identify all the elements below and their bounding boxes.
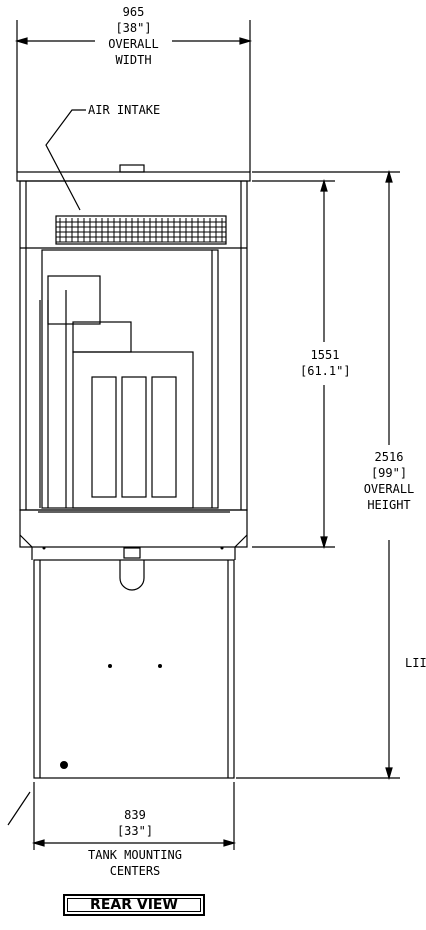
arrow-right xyxy=(239,37,253,45)
tank-bolt-1 xyxy=(108,664,112,668)
overall-width-line2: WIDTH xyxy=(115,53,152,67)
base-flange-right xyxy=(234,534,248,560)
overall-width-mm: 965 xyxy=(122,5,145,19)
side-text: LII xyxy=(405,656,426,670)
tank-mounting-line1: TANK MOUNTING xyxy=(88,848,182,862)
air-intake-louvers xyxy=(55,215,227,245)
left-leader xyxy=(7,791,31,826)
mount-hole-left xyxy=(42,546,46,550)
base-flange-left xyxy=(19,534,33,560)
arrow-up-1 xyxy=(320,178,328,192)
tank-mounting-line2: CENTERS xyxy=(109,864,161,878)
tank-mounting-inch: [33"] xyxy=(116,824,154,838)
vent-3 xyxy=(151,376,177,498)
enclosure-height-inch: [61.1"] xyxy=(300,364,351,378)
arrow-down-2 xyxy=(385,767,393,781)
air-intake-label: AIR INTAKE xyxy=(88,103,161,117)
enclosure-roof xyxy=(16,171,251,182)
vent-1 xyxy=(91,376,117,498)
overall-width-line1: OVERALL xyxy=(108,37,159,51)
vent-2 xyxy=(121,376,147,498)
exhaust-box xyxy=(47,275,101,325)
arrow-left-2 xyxy=(31,839,45,847)
overall-height-line2: HEIGHT xyxy=(367,498,411,512)
arrow-left xyxy=(14,37,28,45)
overall-height-line1: OVERALL xyxy=(363,482,415,496)
fuel-tank xyxy=(33,559,235,779)
base-frame xyxy=(19,509,248,548)
tank-mounting-mm: 839 xyxy=(124,808,146,822)
tank-cap xyxy=(123,547,141,559)
arrow-down-1 xyxy=(320,536,328,550)
alternator-housing xyxy=(72,351,194,509)
overall-height-mm: 2516 xyxy=(374,450,404,464)
overall-height-inch: [99"] xyxy=(370,466,408,480)
drain-fitting xyxy=(60,761,68,769)
overall-width-inch: [38"] xyxy=(115,21,152,35)
enclosure-body xyxy=(19,180,248,511)
roof-cap xyxy=(119,164,145,173)
mount-hole-right xyxy=(220,546,224,550)
enclosure-height-mm: 1551 xyxy=(310,348,340,362)
arrow-right-2 xyxy=(223,839,237,847)
air-intake-leader xyxy=(45,109,86,211)
view-label-box: REAR VIEW xyxy=(63,894,205,916)
tank-fill-neck xyxy=(119,560,145,591)
view-label: REAR VIEW xyxy=(67,897,201,913)
arrow-up-2 xyxy=(385,169,393,183)
alternator-top xyxy=(72,321,132,353)
tank-bolt-2 xyxy=(158,664,162,668)
internal-frame xyxy=(41,249,219,509)
